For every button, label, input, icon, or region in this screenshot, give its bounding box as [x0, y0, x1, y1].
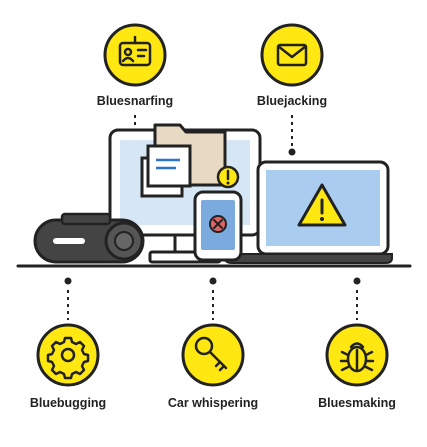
- bug-icon: [339, 342, 375, 373]
- label-bluebugging: Bluebugging: [29, 396, 107, 410]
- envelope-icon: [276, 43, 308, 67]
- folder-icon: [140, 123, 227, 198]
- bluetooth-speaker: [33, 212, 145, 264]
- bluejacking-circle: [260, 23, 324, 87]
- bluesnarfing-node: [103, 23, 167, 87]
- id-badge-icon: [118, 35, 152, 67]
- connector-dot: [288, 148, 296, 156]
- bluesmaking-node: [325, 323, 389, 387]
- warning-icon: [297, 183, 347, 227]
- gear-icon: [46, 336, 90, 380]
- connector-dot: [209, 277, 217, 285]
- connector-dot: [64, 277, 72, 285]
- connector-dot: [353, 277, 361, 285]
- bluebugging-node: [36, 323, 100, 387]
- label-car-whispering: Car whispering: [167, 396, 259, 410]
- label-bluejacking: Bluejacking: [256, 94, 328, 108]
- bluejacking-node: [260, 23, 324, 87]
- folder-alert-badge: [216, 165, 240, 189]
- smartphone: [193, 190, 243, 262]
- label-bluesnarfing: Bluesnarfing: [96, 94, 174, 108]
- car-whispering-node: [181, 323, 245, 387]
- bluesnarfing-circle: [103, 23, 167, 87]
- key-icon: [194, 336, 228, 372]
- label-bluesmaking: Bluesmaking: [318, 396, 396, 410]
